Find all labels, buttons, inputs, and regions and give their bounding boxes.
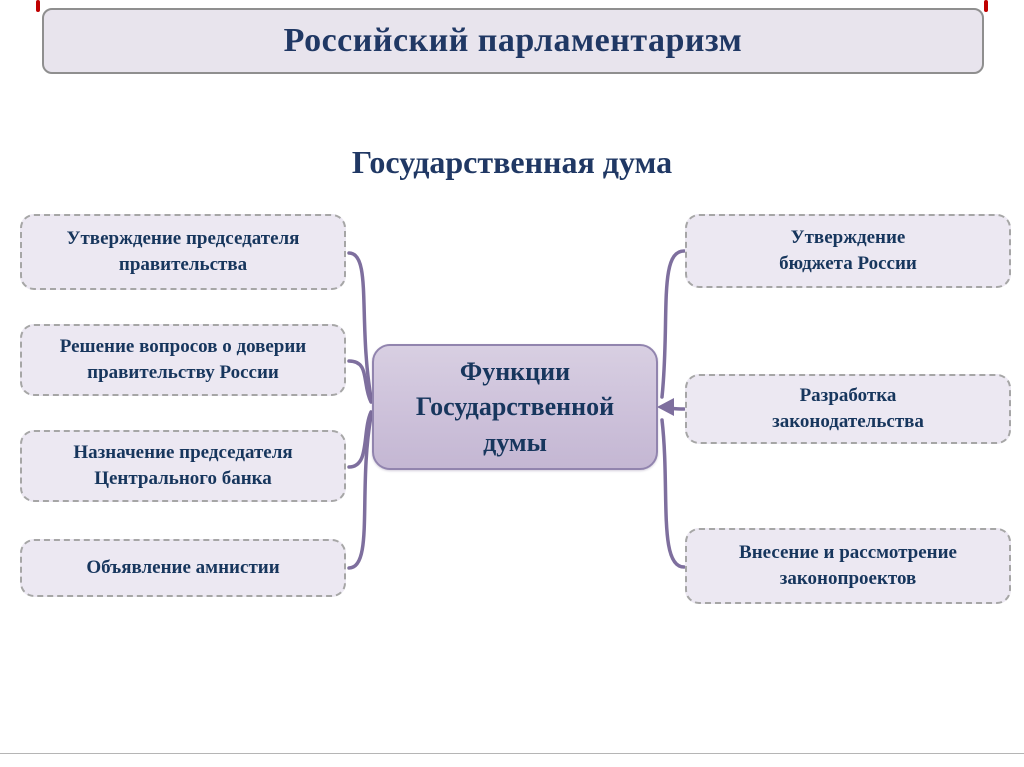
left-item-label: Решение вопросов о доверии правительству… <box>59 336 307 383</box>
connector-right-2 <box>662 406 686 411</box>
left-item-2: Решение вопросов о доверии правительству… <box>20 324 346 396</box>
right-item-label: Разработка законодательства <box>772 385 924 432</box>
left-item-4: Объявление амнистии <box>20 539 346 597</box>
right-item-3: Внесение и рассмотрение законопроектов <box>685 528 1011 604</box>
right-item-2: Разработка законодательства <box>685 374 1011 444</box>
center-box-label: Функции Государственной думы <box>415 357 615 457</box>
left-item-1: Утверждение председателя правительства <box>20 214 346 290</box>
subtitle: Государственная дума <box>351 144 673 180</box>
connector-left-4 <box>347 414 373 570</box>
connector-left-3 <box>347 410 373 469</box>
slide-title: Российский парламентаризм <box>283 22 743 59</box>
connector-right-1 <box>660 249 686 399</box>
connector-left-1 <box>347 251 373 400</box>
arrowhead-icon <box>657 398 674 416</box>
bottom-divider <box>0 753 1024 754</box>
connector-left-2 <box>347 359 373 404</box>
connector-right-3 <box>660 418 686 569</box>
right-item-label: Утверждение бюджета России <box>779 227 917 274</box>
right-item-1: Утверждение бюджета России <box>685 214 1011 288</box>
title-banner: Российский парламентаризм <box>42 8 984 74</box>
left-item-label: Объявление амнистии <box>86 557 280 579</box>
center-box: Функции Государственной думы <box>372 344 658 470</box>
left-item-label: Назначение председателя Центрального бан… <box>73 442 293 489</box>
red-frame-mark-left <box>36 0 40 12</box>
red-frame-mark-right <box>984 0 988 12</box>
right-item-label: Внесение и рассмотрение законопроектов <box>739 542 957 589</box>
left-item-label: Утверждение председателя правительства <box>66 228 300 275</box>
left-item-3: Назначение председателя Центрального бан… <box>20 430 346 502</box>
